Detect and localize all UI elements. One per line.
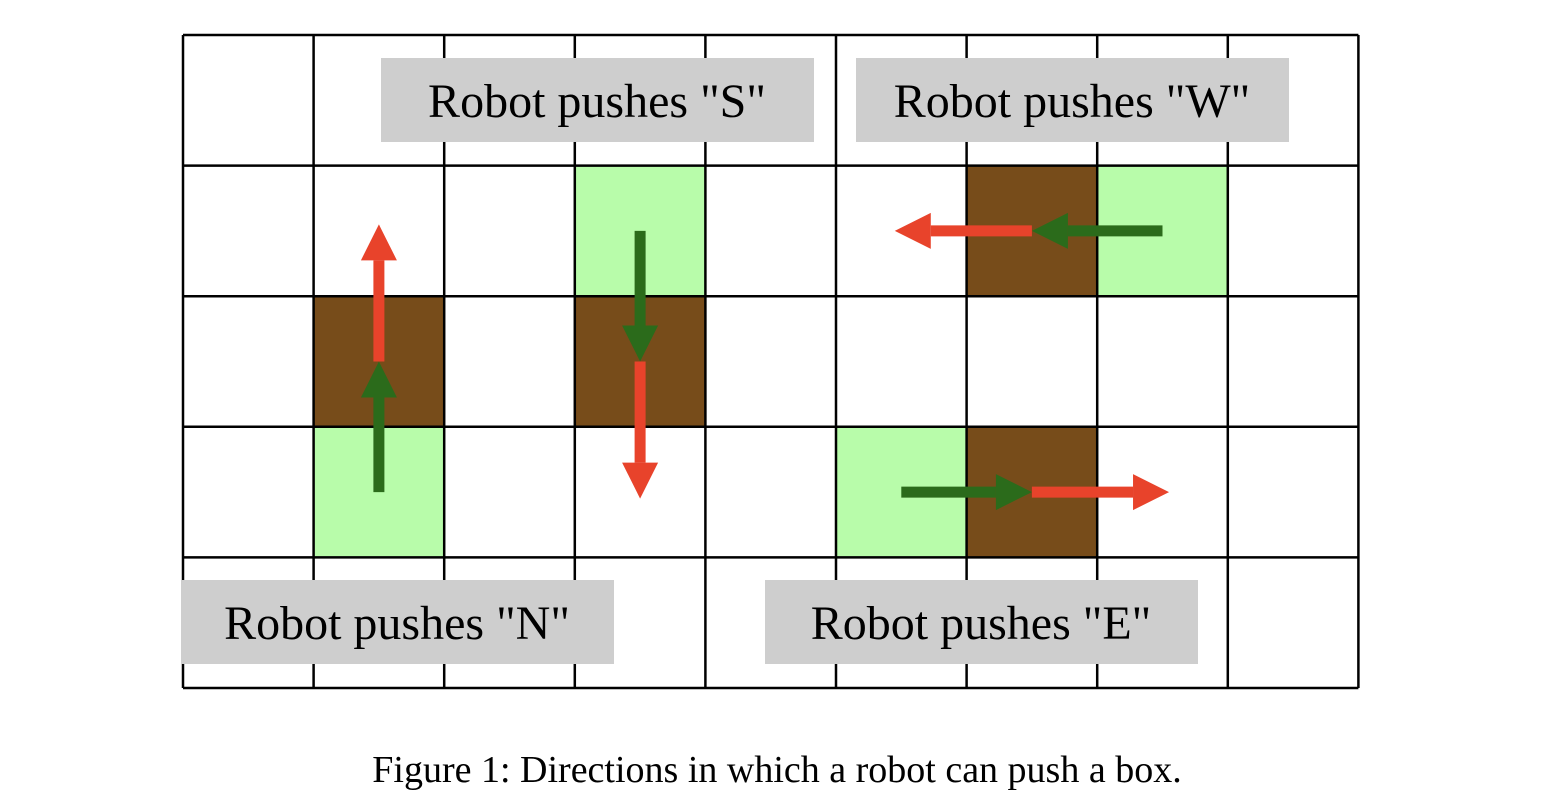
label-push-s: Robot pushes "S" bbox=[381, 58, 814, 142]
figure-caption: Figure 1: Directions in which a robot ca… bbox=[372, 749, 1182, 791]
robot-arrow-w-head bbox=[1031, 212, 1068, 249]
label-background bbox=[381, 58, 814, 142]
robot-arrow-s bbox=[622, 230, 659, 362]
grid-lines bbox=[181, 33, 1360, 690]
label-background bbox=[181, 580, 614, 664]
robot-arrow-n bbox=[360, 361, 397, 493]
robot-arrow-n-head bbox=[360, 361, 397, 398]
box-arrow-n bbox=[360, 224, 397, 362]
push-labels: Robot pushes "S" Robot pushes "W" Robot … bbox=[181, 58, 1289, 664]
robot-arrow-e bbox=[901, 474, 1032, 511]
label-background bbox=[765, 580, 1198, 664]
label-push-w-text: Robot pushes "W" bbox=[894, 75, 1251, 128]
label-background bbox=[856, 58, 1289, 142]
box-arrow-e-head bbox=[1133, 474, 1170, 511]
box-arrow-s-head bbox=[622, 462, 659, 499]
label-push-w: Robot pushes "W" bbox=[856, 58, 1289, 142]
label-push-e-text: Robot pushes "E" bbox=[811, 597, 1152, 650]
box-arrow-n-head bbox=[360, 224, 397, 261]
label-push-e: Robot pushes "E" bbox=[765, 580, 1198, 664]
box-arrow-s bbox=[622, 361, 659, 499]
label-push-s-text: Robot pushes "S" bbox=[428, 75, 766, 128]
box-arrow-w-head bbox=[894, 212, 931, 249]
robot-arrow-w bbox=[1031, 212, 1163, 249]
box-arrow-e bbox=[1031, 474, 1170, 511]
label-push-n-text: Robot pushes "N" bbox=[224, 597, 570, 650]
robot-arrow-s-head bbox=[622, 325, 659, 362]
grid-cells bbox=[313, 165, 1228, 558]
label-push-n: Robot pushes "N" bbox=[181, 580, 614, 664]
push-arrows bbox=[360, 212, 1170, 511]
box-arrow-w bbox=[894, 212, 1032, 249]
robot-arrow-e-head bbox=[995, 474, 1032, 511]
